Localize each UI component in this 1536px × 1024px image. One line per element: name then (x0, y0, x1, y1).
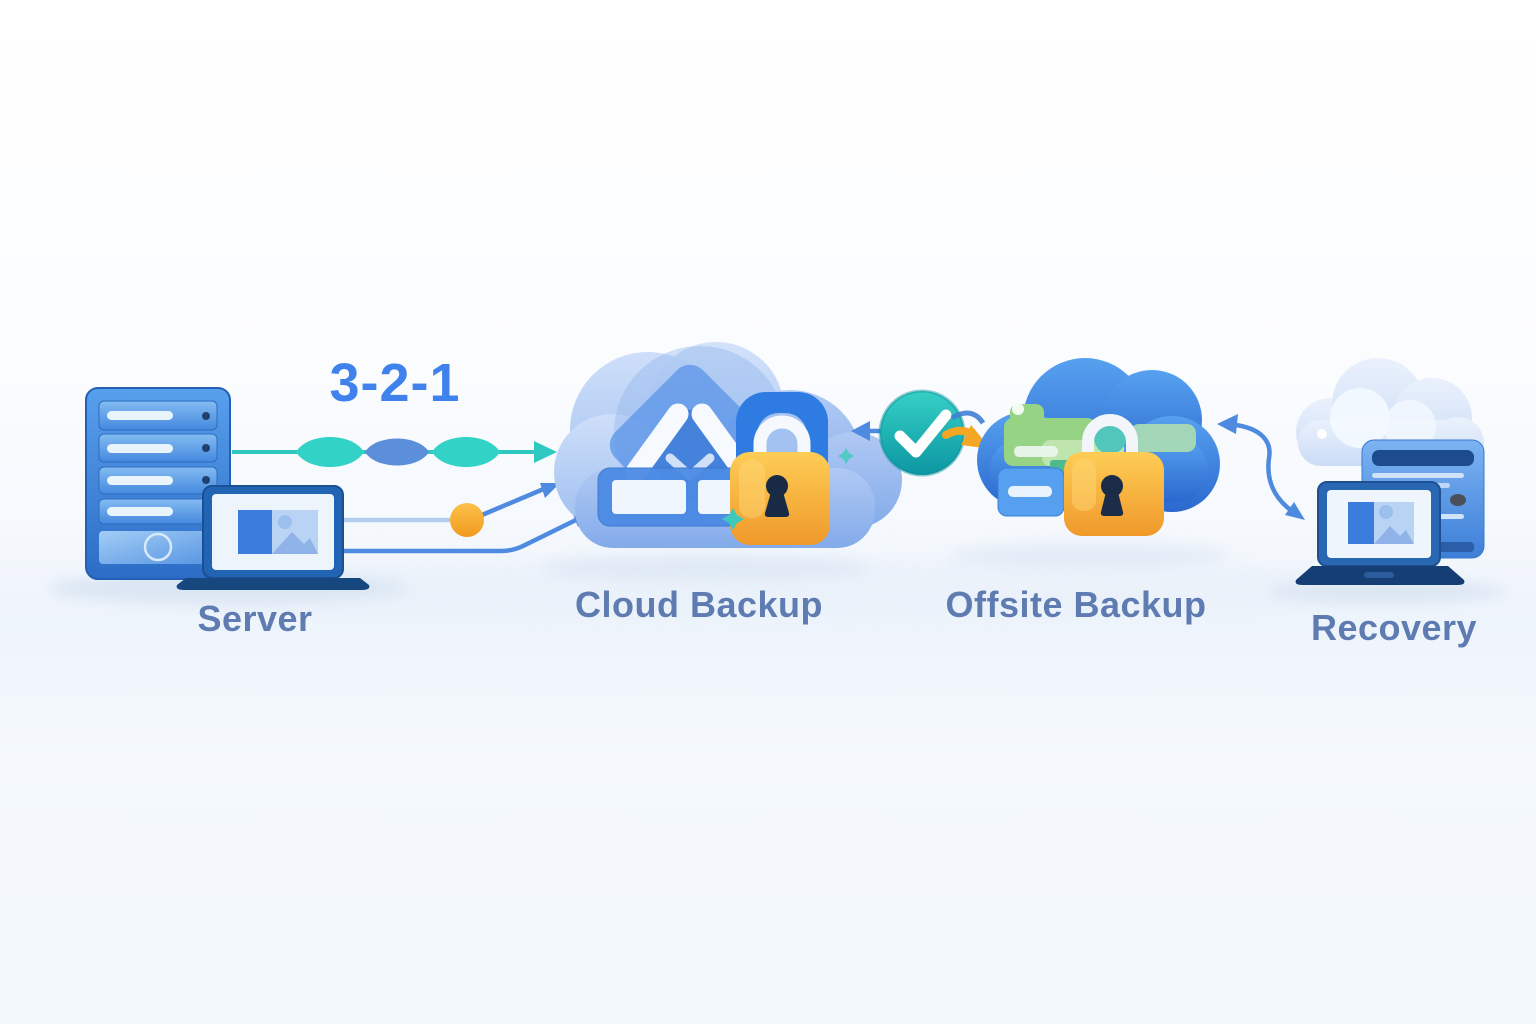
offsite-backup-icon (977, 358, 1220, 536)
arrowhead-downright-blue (1285, 502, 1305, 520)
flow-node-blue (365, 438, 429, 466)
flow-line-2-media (340, 483, 560, 537)
storage-box (997, 467, 1065, 517)
recovery-laptop-icon (1295, 481, 1465, 585)
arrowhead-right-teal (534, 441, 557, 463)
arrowhead-left-blue-2 (1217, 414, 1238, 434)
photo-placeholder-icon (1348, 502, 1414, 544)
server-bay-1 (98, 400, 218, 431)
drive-led (202, 444, 210, 452)
power-button (143, 532, 173, 562)
server-bay-3 (98, 466, 218, 495)
server-bay-2 (98, 433, 218, 463)
server-laptop-icon (176, 485, 370, 590)
drive-led (202, 476, 210, 484)
arrowhead-left-blue (851, 421, 870, 441)
strategy-label: 3-2-1 (329, 353, 461, 413)
flow-node-teal-1 (296, 437, 364, 467)
flow-line-3-copies (232, 437, 557, 467)
flow-node-orange (450, 503, 484, 537)
photo-placeholder-icon (238, 510, 318, 554)
drive-knob (1450, 494, 1466, 506)
recovery-label: Recovery (1310, 607, 1478, 648)
drive-led (202, 412, 210, 420)
cloud-backup-label: Cloud Backup (574, 584, 824, 625)
laptop-base (176, 578, 370, 590)
offsite-lock-icon (1064, 414, 1164, 536)
cloud-backup-icon (554, 342, 902, 548)
server-label: Server (197, 598, 313, 639)
server-tower-icon (85, 387, 231, 580)
offsite-backup-label: Offsite Backup (945, 584, 1207, 625)
server-bay-4 (98, 498, 218, 525)
arrowhead-right-blue (540, 483, 560, 498)
flow-node-teal-2 (432, 437, 500, 467)
server-front-panel (99, 531, 217, 564)
cloud-lock-icon (730, 392, 830, 545)
keyhole (764, 475, 790, 517)
sparkle-teal-2 (838, 448, 854, 464)
sparkle-teal-1 (722, 508, 744, 530)
restore-arrow (1217, 414, 1305, 520)
keyhole (1100, 475, 1124, 516)
recovery-icon (1295, 358, 1485, 585)
